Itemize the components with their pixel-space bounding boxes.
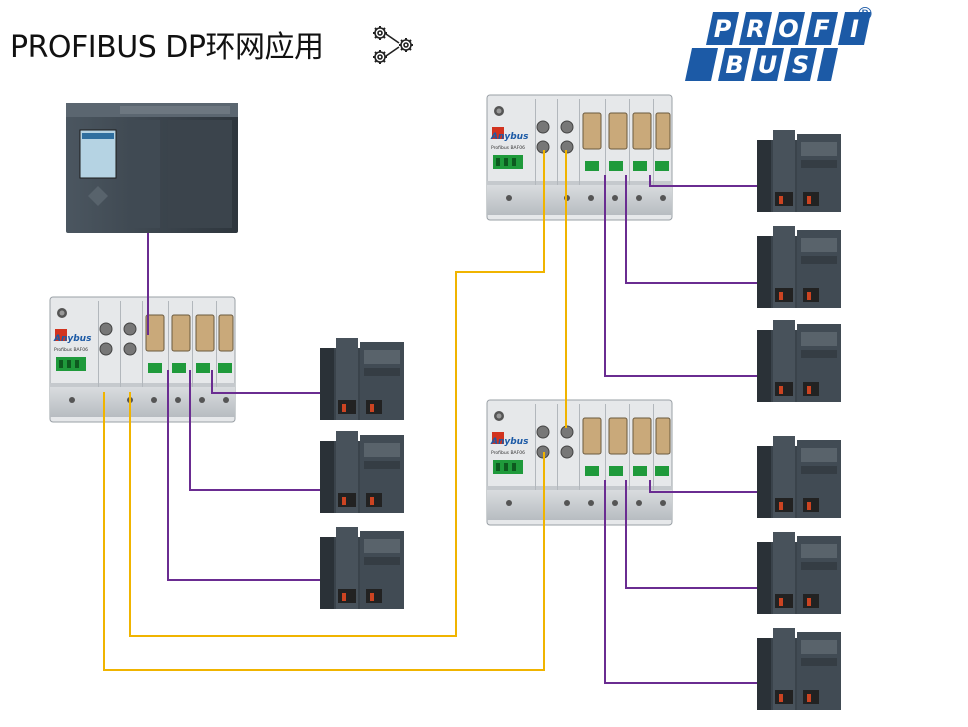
svg-text:S: S	[792, 51, 809, 79]
logo-letter: U	[751, 48, 784, 81]
gateway-product: Profibus BAF06	[491, 145, 525, 151]
svg-text:I: I	[850, 15, 859, 43]
logo-letter: S	[784, 48, 817, 81]
slave-device	[757, 532, 841, 614]
gateway-brand: Anybus	[490, 437, 529, 447]
slave-device	[757, 130, 841, 212]
logo-bar	[817, 48, 838, 81]
logo-letter: P	[706, 12, 739, 45]
bus-line	[625, 480, 757, 589]
svg-text:F: F	[813, 15, 830, 43]
slave-device	[757, 436, 841, 518]
bus-line	[167, 370, 320, 581]
logo-letter: R	[739, 12, 772, 45]
slave-device	[320, 527, 404, 609]
anybus-gateway-left: Anybus Profibus BAF06	[49, 296, 236, 423]
logo-letter: O	[772, 12, 805, 45]
slave-device	[757, 226, 841, 308]
gateway-product: Profibus BAF06	[54, 347, 88, 353]
gateway-product: Profibus BAF06	[491, 450, 525, 456]
slave-device	[320, 338, 404, 420]
registered-mark: ®	[856, 4, 874, 25]
ring-line	[129, 150, 545, 637]
ring-lines	[103, 150, 567, 671]
svg-text:O: O	[778, 15, 798, 43]
svg-text:R: R	[746, 15, 764, 43]
anybus-gateway-bottom-right: Anybus Profibus BAF06	[486, 399, 673, 526]
bus-line	[211, 370, 320, 394]
bus-line	[649, 480, 757, 493]
svg-text:U: U	[758, 51, 778, 79]
plc-master	[66, 103, 238, 233]
logo-letter: F	[805, 12, 838, 45]
logo-bar	[685, 48, 718, 81]
logo-letter: B	[718, 48, 751, 81]
bus-line	[625, 175, 757, 284]
slave-device	[320, 431, 404, 513]
gateway-brand: Anybus	[490, 132, 529, 142]
ring-line	[103, 392, 545, 671]
svg-text:P: P	[714, 15, 732, 43]
gears-icon	[373, 26, 413, 64]
bus-line	[649, 175, 757, 187]
bus-line	[604, 480, 757, 684]
logo-letter: I	[838, 12, 871, 45]
gateway-brand: Anybus	[53, 334, 92, 344]
slave-device	[757, 628, 841, 710]
page-title: PROFIBUS DP环网应用	[10, 30, 324, 65]
bus-line	[189, 370, 320, 491]
slave-device	[757, 320, 841, 402]
bus-line	[604, 175, 757, 377]
svg-text:B: B	[725, 51, 743, 79]
bus-lines	[147, 175, 757, 684]
anybus-gateway-top-right: Anybus Profibus BAF06	[486, 94, 673, 221]
